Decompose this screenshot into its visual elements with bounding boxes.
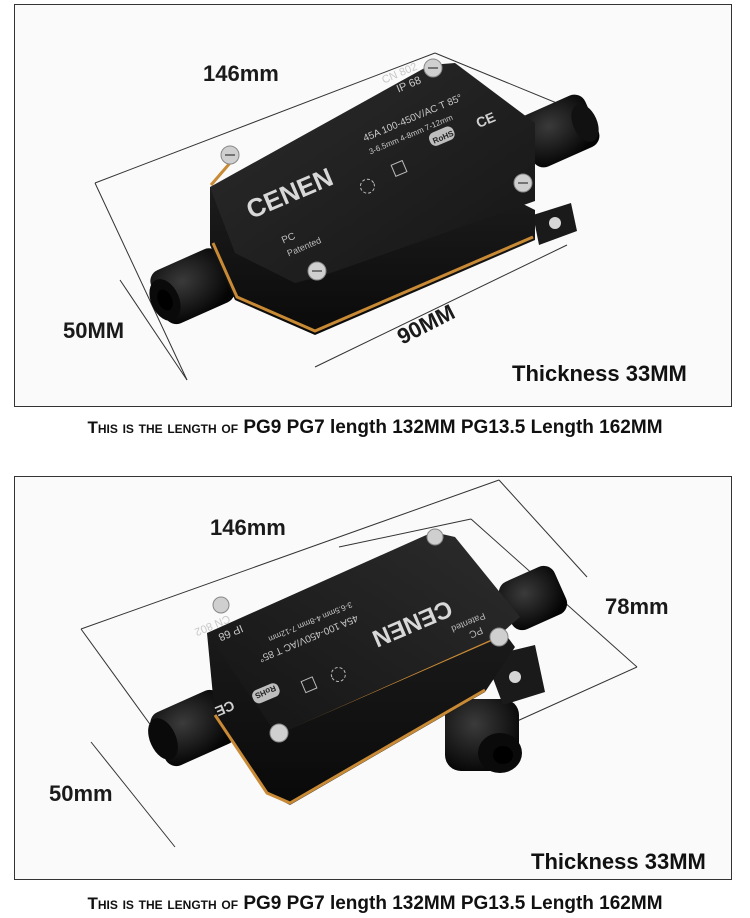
box-lid: [210, 63, 535, 283]
cable-gland-right: [518, 94, 600, 168]
ce-mark: CE: [474, 109, 498, 131]
junction-box-photo-1: CENEN PC Patented 45A 100-450V/AC T 85° …: [94, 52, 600, 381]
thickness-label: Thickness 33MM: [512, 361, 687, 386]
length-label: 146mm: [203, 61, 279, 86]
material-mark: PC: [467, 624, 484, 640]
lid-screw: [212, 528, 509, 743]
caption-2: This is the length of PG9 PG7 length 132…: [0, 893, 750, 915]
cable-gland-bottom: [445, 699, 522, 773]
length-label: 146mm: [210, 515, 286, 540]
junction-box-photo-2: CENEN PC Patented 45A 100-450V/AC T 85° …: [80, 479, 638, 848]
caption-1: This is the length of PG9 PG7 length 132…: [0, 417, 750, 439]
width-label: 78mm: [605, 594, 669, 619]
caption-rest: PG9 PG7 length 132MM PG13.5 Length 162MM: [243, 417, 663, 438]
thickness-label: Thickness 33MM: [531, 849, 706, 874]
caption-rest: PG9 PG7 length 132MM PG13.5 Length 162MM: [243, 893, 663, 914]
material-mark: PC: [280, 231, 297, 247]
cable-gland-left: [149, 248, 235, 325]
box-lid: [207, 532, 520, 735]
height-label: 50mm: [49, 781, 113, 806]
caption-lead: This is the length of: [87, 418, 239, 437]
ce-mark: CE: [213, 697, 237, 719]
caption-lead: This is the length of: [87, 894, 239, 913]
length-dimension-line: [94, 52, 582, 381]
photo-panel-2: CENEN PC Patented 45A 100-450V/AC T 85° …: [14, 476, 732, 880]
height-label: 50MM: [63, 318, 125, 343]
photo-panel-1: CENEN PC Patented 45A 100-450V/AC T 85° …: [14, 4, 732, 407]
